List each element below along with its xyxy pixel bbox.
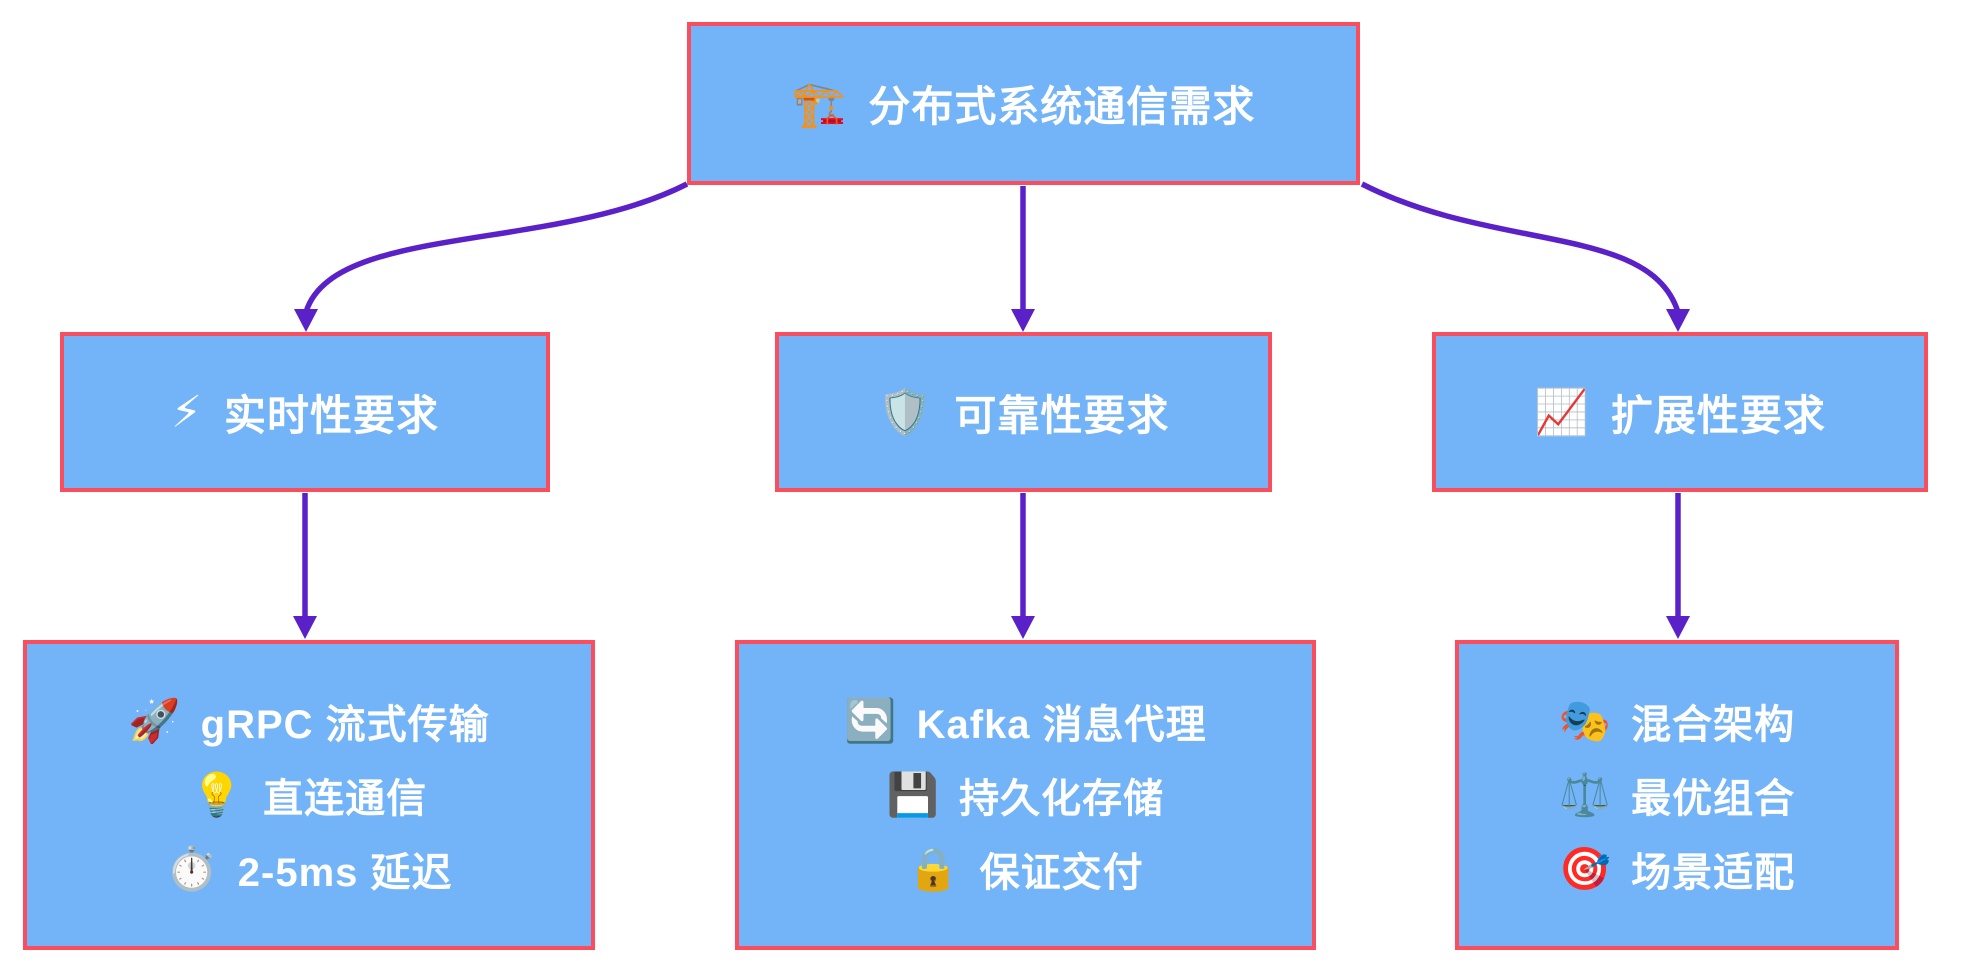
node-scalability-label: 扩展性要求 [1610, 391, 1826, 439]
detail-line-optimal: ⚖️ 最优组合 [1559, 758, 1795, 832]
node-scalability: 📈 扩展性要求 [1432, 332, 1928, 492]
node-reliability-detail: 🔄 Kafka 消息代理 💾 持久化存储 🔒 保证交付 [735, 640, 1316, 950]
detail-line-scenario: 🎯 场景适配 [1559, 832, 1795, 906]
detail-line-delivery-label: 保证交付 [979, 851, 1144, 895]
node-realtime-detail: 🚀 gRPC 流式传输 💡 直连通信 ⏱️ 2-5ms 延迟 [23, 640, 595, 950]
detail-line-direct-label: 直连通信 [263, 777, 428, 821]
detail-line-direct: 💡 直连通信 [191, 758, 427, 832]
detail-line-persistence-label: 持久化存储 [959, 777, 1165, 821]
node-root: 🏗️ 分布式系统通信需求 [687, 22, 1360, 185]
stopwatch-icon: ⏱️ [165, 844, 218, 893]
chart-increasing-icon: 📈 [1534, 387, 1589, 438]
detail-line-hybrid: 🎭 混合架构 [1559, 684, 1795, 758]
edge-root-to-realtime [294, 181, 689, 332]
node-realtime-label: 实时性要求 [223, 391, 439, 439]
node-root-label: 分布式系统通信需求 [868, 83, 1256, 130]
detail-line-delivery: 🔒 保证交付 [907, 832, 1143, 906]
node-scalability-detail: 🎭 混合架构 ⚖️ 最优组合 🎯 场景适配 [1455, 640, 1899, 950]
floppy-disk-icon: 💾 [886, 770, 940, 819]
edge-realtime-to-detail [293, 493, 317, 639]
detail-line-optimal-label: 最优组合 [1631, 777, 1796, 821]
lock-icon: 🔒 [907, 844, 960, 893]
light-bulb-icon: 💡 [190, 770, 244, 819]
edge-reliability-to-detail [1011, 493, 1035, 639]
rocket-icon: 🚀 [128, 696, 181, 745]
edge-root-to-scalability [1360, 181, 1690, 332]
detail-line-hybrid-label: 混合架构 [1631, 703, 1796, 747]
target-bullseye-icon: 🎯 [1558, 844, 1612, 893]
detail-line-latency: ⏱️ 2-5ms 延迟 [165, 832, 452, 906]
detail-line-kafka-label: Kafka 消息代理 [916, 703, 1207, 747]
detail-line-kafka: 🔄 Kafka 消息代理 [844, 684, 1206, 758]
detail-line-scenario-label: 场景适配 [1631, 851, 1796, 895]
detail-line-grpc: 🚀 gRPC 流式传输 [128, 684, 489, 758]
balance-scale-icon: ⚖️ [1558, 770, 1612, 819]
lightning-icon: ⚡ [171, 386, 202, 438]
node-reliability: 🛡️ 可靠性要求 [775, 332, 1272, 492]
edge-scalability-to-detail [1666, 493, 1690, 639]
building-construction-icon: 🏗️ [791, 78, 847, 130]
node-reliability-label: 可靠性要求 [954, 391, 1170, 439]
arrows-cycle-icon: 🔄 [844, 696, 897, 745]
detail-line-persistence: 💾 持久化存储 [887, 758, 1164, 832]
detail-line-grpc-label: gRPC 流式传输 [200, 703, 490, 747]
edge-root-to-reliability [1011, 186, 1035, 332]
shield-icon: 🛡️ [877, 387, 933, 438]
performing-arts-masks-icon: 🎭 [1558, 696, 1612, 745]
detail-line-latency-label: 2-5ms 延迟 [237, 851, 453, 895]
node-realtime: ⚡ 实时性要求 [60, 332, 550, 492]
